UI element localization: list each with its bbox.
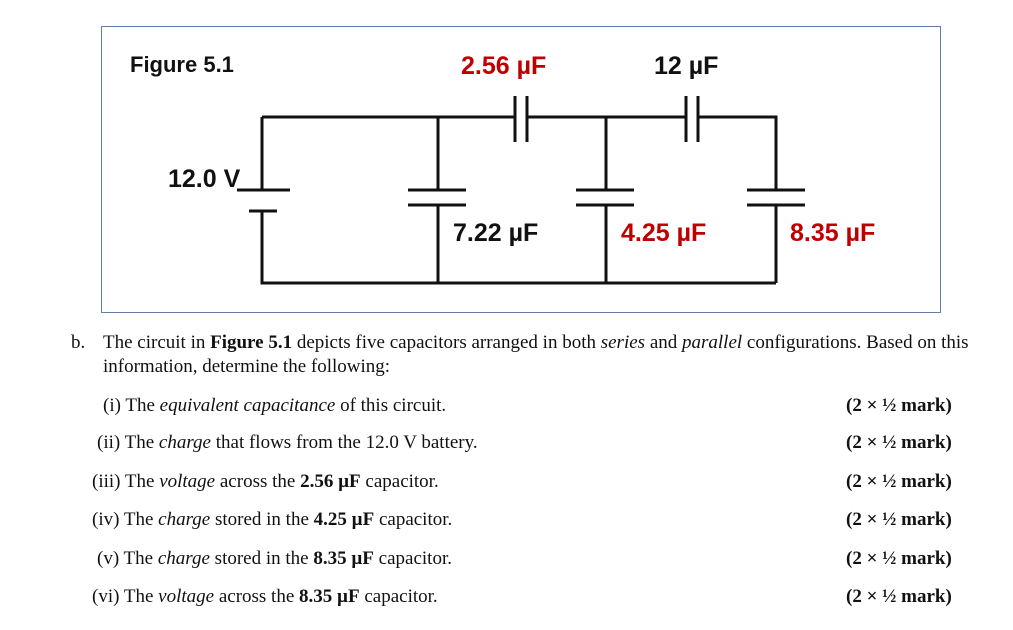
part-tail: capacitor. (373, 548, 452, 569)
cap-label-7-22: 7.22 µF (453, 219, 539, 247)
part-text: across the (215, 471, 301, 492)
question-text: The circuit in Figure 5.1 depicts five c… (103, 331, 983, 379)
part-text: stored in the (210, 509, 314, 530)
figure-frame (101, 26, 941, 313)
cap-label-8-35: 8.35 µF (790, 219, 876, 247)
part-emphasis: charge (158, 432, 211, 453)
intro-series: series (600, 332, 646, 353)
part-number: (ii) The (97, 432, 159, 453)
cap-label-2-56: 2.56 µF (461, 52, 547, 80)
part-text: across the (214, 586, 300, 607)
wire-top-right (698, 115, 778, 190)
part-number: (vi) The (92, 586, 159, 607)
part-tail: capacitor. (374, 509, 453, 530)
battery-voltage-label: 12.0 V (168, 165, 241, 193)
intro-text: and (645, 332, 682, 353)
question-tag: b. (71, 332, 86, 353)
mark-part-i: (2 × ½ mark) (846, 395, 952, 416)
question-part-v: (v) The charge stored in the 8.35 µF cap… (97, 548, 452, 570)
intro-text: The circuit in (103, 332, 211, 353)
part-emphasis: charge (158, 509, 211, 530)
part-tail: capacitor. (359, 586, 438, 607)
mark-part-ii: (2 × ½ mark) (846, 432, 952, 453)
part-text: stored in the (209, 548, 314, 569)
part-bold: 4.25 µF (313, 509, 375, 530)
part-bold: 8.35 µF (313, 548, 374, 569)
mark-part-v: (2 × ½ mark) (846, 548, 952, 569)
mark-part-vi: (2 × ½ mark) (846, 586, 952, 607)
mark-part-iv: (2 × ½ mark) (846, 509, 952, 530)
cap-label-4-25: 4.25 µF (621, 219, 707, 247)
part-number: (iii) The (92, 471, 160, 492)
part-text: that flows from the 12.0 V battery. (210, 432, 478, 453)
question-part-vi: (vi) The voltage across the 8.35 µF capa… (92, 586, 438, 608)
part-number: (iv) The (92, 509, 159, 530)
figure-title: Figure 5.1 (130, 52, 234, 77)
part-emphasis: equivalent capacitance (159, 395, 336, 416)
intro-figure-ref: Figure 5.1 (210, 332, 293, 353)
mark-part-iii: (2 × ½ mark) (846, 471, 952, 492)
intro-text: depicts five capacitors arranged in both (292, 332, 601, 353)
part-number: (v) The (97, 548, 158, 569)
part-bold: 2.56 µF (300, 471, 361, 492)
part-text: of this circuit. (335, 395, 447, 416)
question-part-iv: (iv) The charge stored in the 4.25 µF ca… (92, 509, 452, 531)
part-bold: 8.35 µF (299, 586, 360, 607)
cap-label-12: 12 µF (654, 52, 719, 80)
intro-text: configurations. Based on this informatio… (103, 332, 969, 377)
part-emphasis: charge (157, 548, 210, 569)
part-emphasis: voltage (158, 586, 215, 607)
question-part-i: (i) The equivalent capacitance of this c… (103, 395, 446, 417)
part-number: (i) The (103, 395, 160, 416)
part-tail: capacitor. (360, 471, 439, 492)
intro-parallel: parallel (682, 332, 743, 353)
question-part-iii: (iii) The voltage across the 2.56 µF cap… (92, 471, 439, 493)
part-emphasis: voltage (159, 471, 216, 492)
question-part-ii: (ii) The charge that flows from the 12.0… (97, 432, 478, 454)
